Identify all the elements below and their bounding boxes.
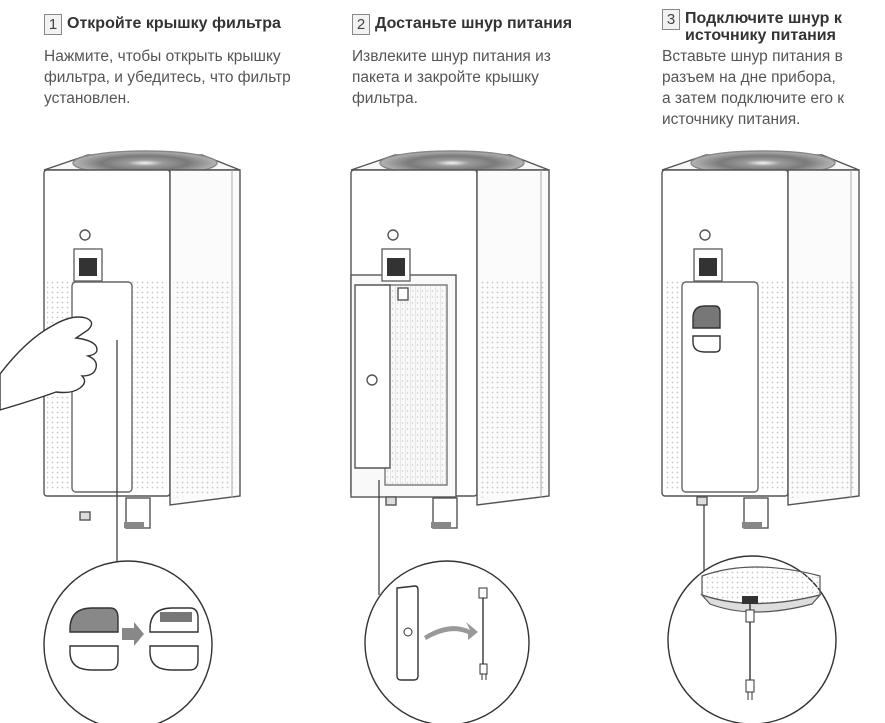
hand-icon xyxy=(0,316,98,411)
arrow-right-icon xyxy=(122,622,144,646)
step-3: 3 Подключите шнур к источнику питания Вс… xyxy=(662,0,877,723)
latch-zoom-circle xyxy=(43,560,213,723)
step-description: Извлеките шнур питания из пакета и закро… xyxy=(352,48,551,107)
cord-zoom-circle xyxy=(364,560,530,723)
latch-closed-icon xyxy=(69,607,119,633)
step-3-header: 3 Подключите шнур к источнику питания xyxy=(662,5,877,44)
power-button-icon xyxy=(79,229,91,241)
step-1: 1 Откройте крышку фильтра Нажмите, чтобы… xyxy=(44,0,314,723)
purifier-2-illustration xyxy=(350,150,550,529)
step-title: Подключите шнур к источнику питания xyxy=(685,10,842,44)
step-2-header: 2 Достаньте шнур питания xyxy=(352,10,622,44)
step-1-header: 1 Откройте крышку фильтра xyxy=(44,10,314,44)
filter-pleats xyxy=(384,284,448,486)
purifier-3-illustration xyxy=(661,150,860,529)
step-title: Достаньте шнур питания xyxy=(375,15,573,32)
power-socket-icon xyxy=(742,596,758,604)
socket-zoom-circle xyxy=(667,555,837,723)
step-description: Нажмите, чтобы открыть крышку фильтра, и… xyxy=(44,48,291,107)
step-number-badge: 3 xyxy=(662,9,680,30)
step-description: Вставьте шнур питания в разъем на дне пр… xyxy=(662,48,845,128)
arrow-curved-icon xyxy=(424,622,478,640)
step-number-badge: 1 xyxy=(44,14,62,35)
step-title: Откройте крышку фильтра xyxy=(67,15,281,32)
plug-icon xyxy=(745,679,755,693)
step-number-badge: 2 xyxy=(352,14,370,35)
step-2: 2 Достаньте шнур питания Извлеките шнур … xyxy=(352,0,622,723)
